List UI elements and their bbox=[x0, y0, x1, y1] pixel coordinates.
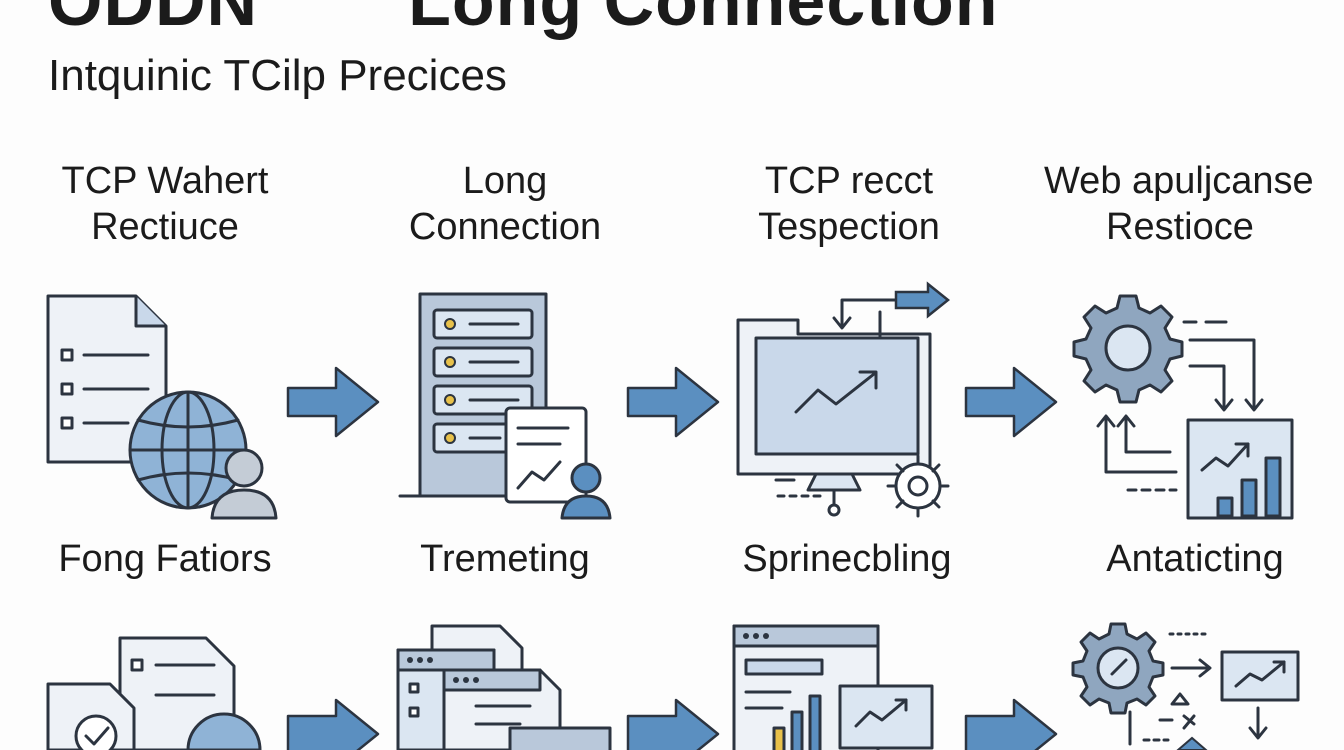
title-left: ODDN bbox=[48, 0, 259, 40]
browser-bar-chart-icon bbox=[732, 624, 934, 750]
documents-check-globe-icon bbox=[46, 636, 262, 750]
flow-arrow-2-icon bbox=[626, 366, 720, 438]
column-2-heading: Long Connection bbox=[380, 158, 630, 250]
column-4-heading-line-1: Web apuljcanse bbox=[1044, 160, 1314, 202]
column-3-heading: TCP recct Tespection bbox=[724, 158, 974, 250]
column-2-heading-line-1: Long bbox=[462, 160, 548, 202]
column-1-heading-line-1: TCP Wahert bbox=[61, 160, 269, 202]
flow-arrow-3-icon bbox=[964, 366, 1058, 438]
column-4-caption: Antaticting bbox=[1106, 538, 1284, 580]
column-4-heading-line-2: Restioce bbox=[1106, 206, 1254, 248]
title-right: Long Connection bbox=[408, 0, 999, 40]
document-globe-user-icon bbox=[46, 294, 278, 520]
monitor-chart-gear-icon bbox=[736, 281, 951, 518]
stacked-windows-icon bbox=[396, 624, 612, 750]
column-3-heading-line-2: Tespection bbox=[758, 206, 940, 248]
gear-flow-icon bbox=[1071, 622, 1300, 750]
diagram-subtitle: Intquinic TCilp Precices bbox=[48, 51, 507, 100]
column-1-heading: TCP Wahert Rectiuce bbox=[40, 158, 290, 250]
column-2-caption: Tremeting bbox=[420, 538, 590, 580]
column-1-caption: Fong Fatiors bbox=[58, 538, 272, 580]
gear-flow-chart-icon bbox=[1072, 294, 1294, 520]
column-2-heading-line-2: Connection bbox=[408, 206, 602, 248]
flow-arrow-4-icon bbox=[286, 698, 380, 750]
flow-arrow-6-icon bbox=[964, 698, 1058, 750]
column-4-heading: Web apuljcanse Restioce bbox=[1044, 158, 1344, 250]
flow-arrow-5-icon bbox=[626, 698, 720, 750]
column-3-heading-line-1: TCP recct bbox=[764, 160, 934, 202]
server-chart-user-icon bbox=[398, 292, 612, 520]
flow-arrow-1-icon bbox=[286, 366, 380, 438]
column-3-caption: Sprinecbling bbox=[742, 538, 952, 580]
column-1-heading-line-2: Rectiuce bbox=[91, 206, 239, 248]
